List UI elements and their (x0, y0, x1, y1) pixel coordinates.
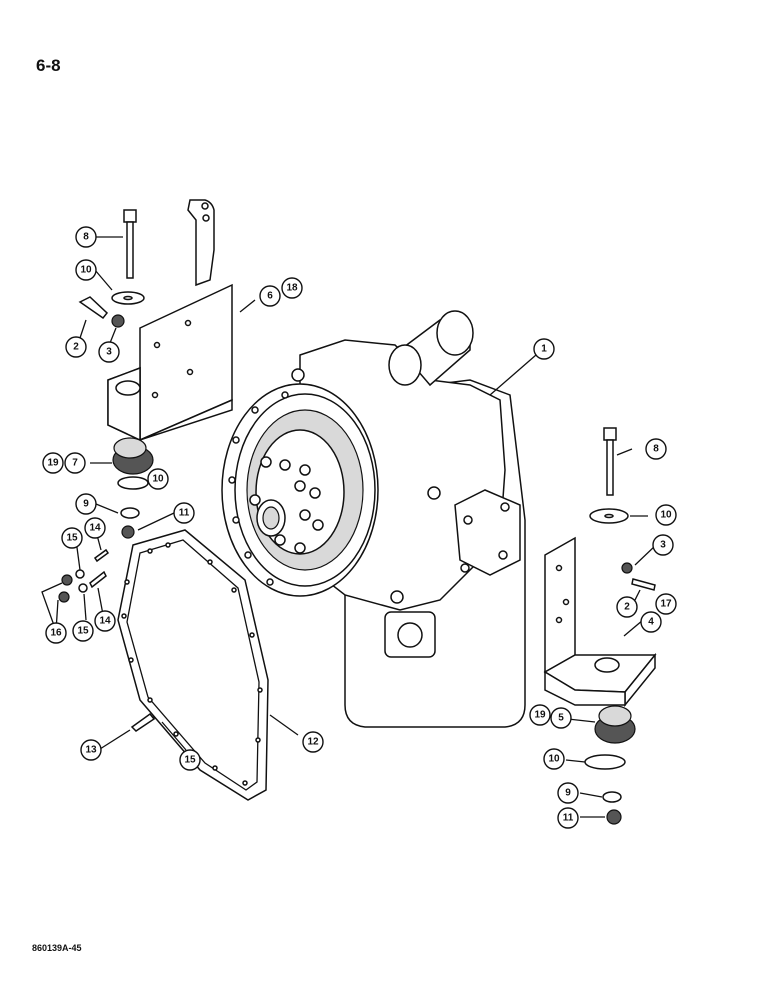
callout-4: 4 (640, 611, 662, 633)
svg-text:3: 3 (106, 347, 112, 358)
svg-text:19: 19 (47, 458, 59, 469)
svg-text:17: 17 (660, 599, 672, 610)
svg-text:6: 6 (267, 291, 273, 302)
svg-text:3: 3 (660, 540, 666, 551)
svg-text:10: 10 (660, 510, 672, 521)
callout-19-right: 19 (529, 704, 551, 726)
svg-text:13: 13 (85, 745, 97, 756)
callout-7: 7 (64, 452, 86, 474)
svg-text:14: 14 (89, 523, 101, 534)
callout-14-bottom: 14 (94, 610, 116, 632)
svg-text:8: 8 (653, 444, 659, 455)
callout-15-left-bottom: 15 (72, 620, 94, 642)
svg-text:10: 10 (80, 265, 92, 276)
callout-15-left-top: 15 (61, 527, 83, 549)
svg-text:2: 2 (624, 602, 630, 613)
svg-text:9: 9 (83, 499, 89, 510)
svg-text:15: 15 (184, 755, 196, 766)
leader-lines (41, 236, 657, 818)
svg-text:10: 10 (152, 474, 164, 485)
svg-text:11: 11 (179, 508, 190, 519)
svg-text:10: 10 (548, 754, 560, 765)
callout-2-left: 2 (65, 336, 87, 358)
svg-text:8: 8 (83, 232, 89, 243)
left-hardware (58, 209, 164, 732)
callout-14-top: 14 (84, 517, 106, 539)
svg-text:2: 2 (73, 342, 79, 353)
svg-text:15: 15 (77, 626, 89, 637)
callout-12: 12 (302, 731, 324, 753)
callout-8-right: 8 (645, 438, 667, 460)
callout-11-left: 11 (173, 502, 195, 524)
svg-text:9: 9 (565, 788, 571, 799)
svg-text:18: 18 (286, 283, 298, 294)
callout-3-right: 3 (652, 534, 674, 556)
svg-text:15: 15 (66, 533, 78, 544)
callout-6: 6 (259, 285, 281, 307)
callout-1: 1 (533, 338, 555, 360)
callout-10-top-left: 10 (75, 259, 97, 281)
svg-text:1: 1 (541, 344, 547, 355)
callout-2-right: 2 (616, 596, 638, 618)
svg-text:19: 19 (534, 710, 546, 721)
svg-text:16: 16 (50, 628, 62, 639)
svg-text:11: 11 (563, 813, 574, 824)
callout-19-left: 19 (42, 452, 64, 474)
callout-17: 17 (655, 593, 677, 615)
svg-text:7: 7 (72, 458, 78, 469)
callout-8-left: 8 (75, 226, 97, 248)
page-number: 6-8 (36, 56, 61, 75)
callout-9-right: 9 (557, 782, 579, 804)
callout-13: 13 (80, 739, 102, 761)
right-mounting-bracket (543, 536, 657, 708)
svg-text:4: 4 (648, 617, 654, 628)
figure-code: 860139A-45 (32, 943, 82, 953)
callout-11-right: 11 (557, 807, 579, 829)
transmission-assembly (221, 310, 526, 728)
callout-15-bottom: 15 (179, 749, 201, 771)
svg-text:12: 12 (307, 737, 319, 748)
callout-16: 16 (45, 622, 67, 644)
right-hardware (584, 427, 656, 825)
callout-5: 5 (550, 707, 572, 729)
svg-text:5: 5 (558, 713, 564, 724)
callout-10-bottom-right: 10 (543, 748, 565, 770)
callout-18: 18 (281, 277, 303, 299)
gasket (117, 529, 269, 801)
callout-10-top-right: 10 (655, 504, 677, 526)
callout-10-mid-left: 10 (147, 468, 169, 490)
callout-9-left: 9 (75, 493, 97, 515)
svg-text:14: 14 (99, 616, 111, 627)
callout-3-left: 3 (98, 341, 120, 363)
left-mounting-bracket (107, 199, 233, 442)
